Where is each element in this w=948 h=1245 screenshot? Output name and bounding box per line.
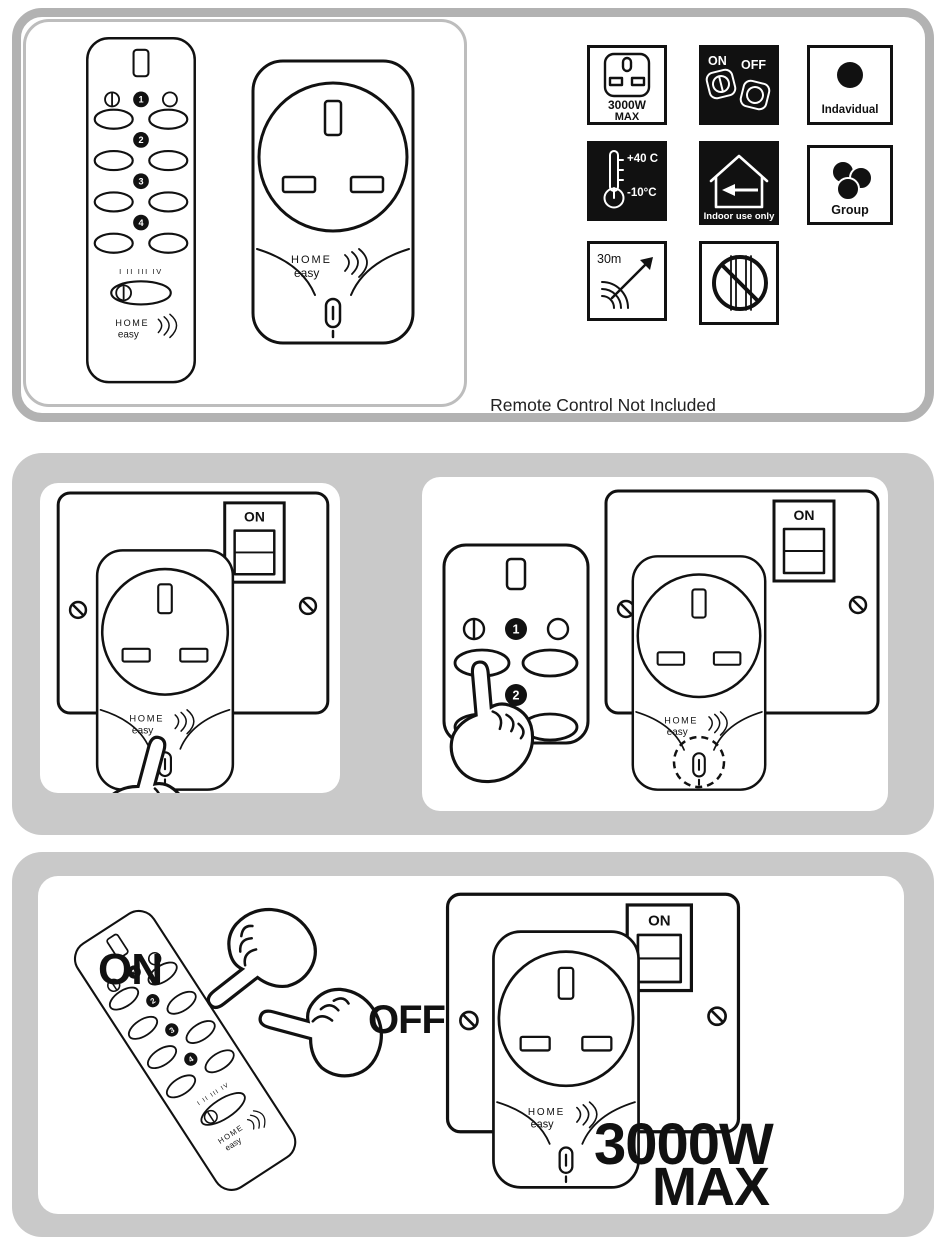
off-label: OFF xyxy=(741,58,766,72)
range-arrow-head xyxy=(640,257,653,270)
remote-control-illustration xyxy=(86,36,196,384)
on-off-icon: ON OFF xyxy=(699,45,779,125)
plug-watt-label: 3000W xyxy=(608,98,647,112)
setup-panel xyxy=(12,453,934,835)
indoor-label: Indoor use only xyxy=(704,211,775,222)
individual-control-icon: Indavidual xyxy=(807,45,893,125)
pairing-highlight-circle xyxy=(672,735,726,789)
individual-label: Indavidual xyxy=(822,104,879,116)
individual-dot xyxy=(837,62,863,88)
arrow-head xyxy=(722,184,735,196)
off-label: OFF xyxy=(368,998,446,1042)
plug-outline xyxy=(603,52,651,98)
house-glyph xyxy=(709,154,769,209)
prohibition-icon xyxy=(699,241,779,325)
temp-max-label: +40 C xyxy=(627,153,658,165)
operation-panel: ON OFF 3000W MAX xyxy=(12,852,934,1237)
power-rating-icon: 3000W MAX xyxy=(587,45,667,125)
group-control-icon: Group xyxy=(807,145,893,225)
prohibition-circle xyxy=(712,255,768,311)
socket-adapter-illustration xyxy=(251,59,415,345)
temperature-range-icon: +40 C -10°C xyxy=(587,141,667,221)
group-dots xyxy=(831,160,873,201)
indoor-use-icon: Indoor use only xyxy=(699,141,779,225)
step2-pairing-panel xyxy=(422,477,888,811)
range-30m-icon: 30m xyxy=(587,241,667,321)
plug-max-label: MAX xyxy=(615,111,640,122)
features-panel: 3000W MAX ON OFF Indavidual +4 xyxy=(12,8,934,422)
range-arrow-shaft xyxy=(610,260,650,300)
range-label: 30m xyxy=(597,252,621,266)
temp-min-label: -10°C xyxy=(627,187,657,199)
group-label: Group xyxy=(831,203,869,217)
pointing-hand xyxy=(424,650,548,799)
operation-illustration-panel: ON OFF 3000W MAX xyxy=(38,876,904,1214)
power-dial-symbols xyxy=(705,68,771,111)
on-label: ON xyxy=(98,945,163,994)
max-label: MAX xyxy=(652,1157,770,1214)
prohibition-slash xyxy=(720,263,760,303)
step1-plug-in-panel xyxy=(40,483,340,793)
remote-not-included-caption: Remote Control Not Included xyxy=(490,395,716,415)
on-label: ON xyxy=(708,54,727,68)
cable-lines xyxy=(730,255,752,311)
thermometer-glyph xyxy=(603,150,625,209)
watt-rating-label: 3000W xyxy=(594,1112,774,1177)
